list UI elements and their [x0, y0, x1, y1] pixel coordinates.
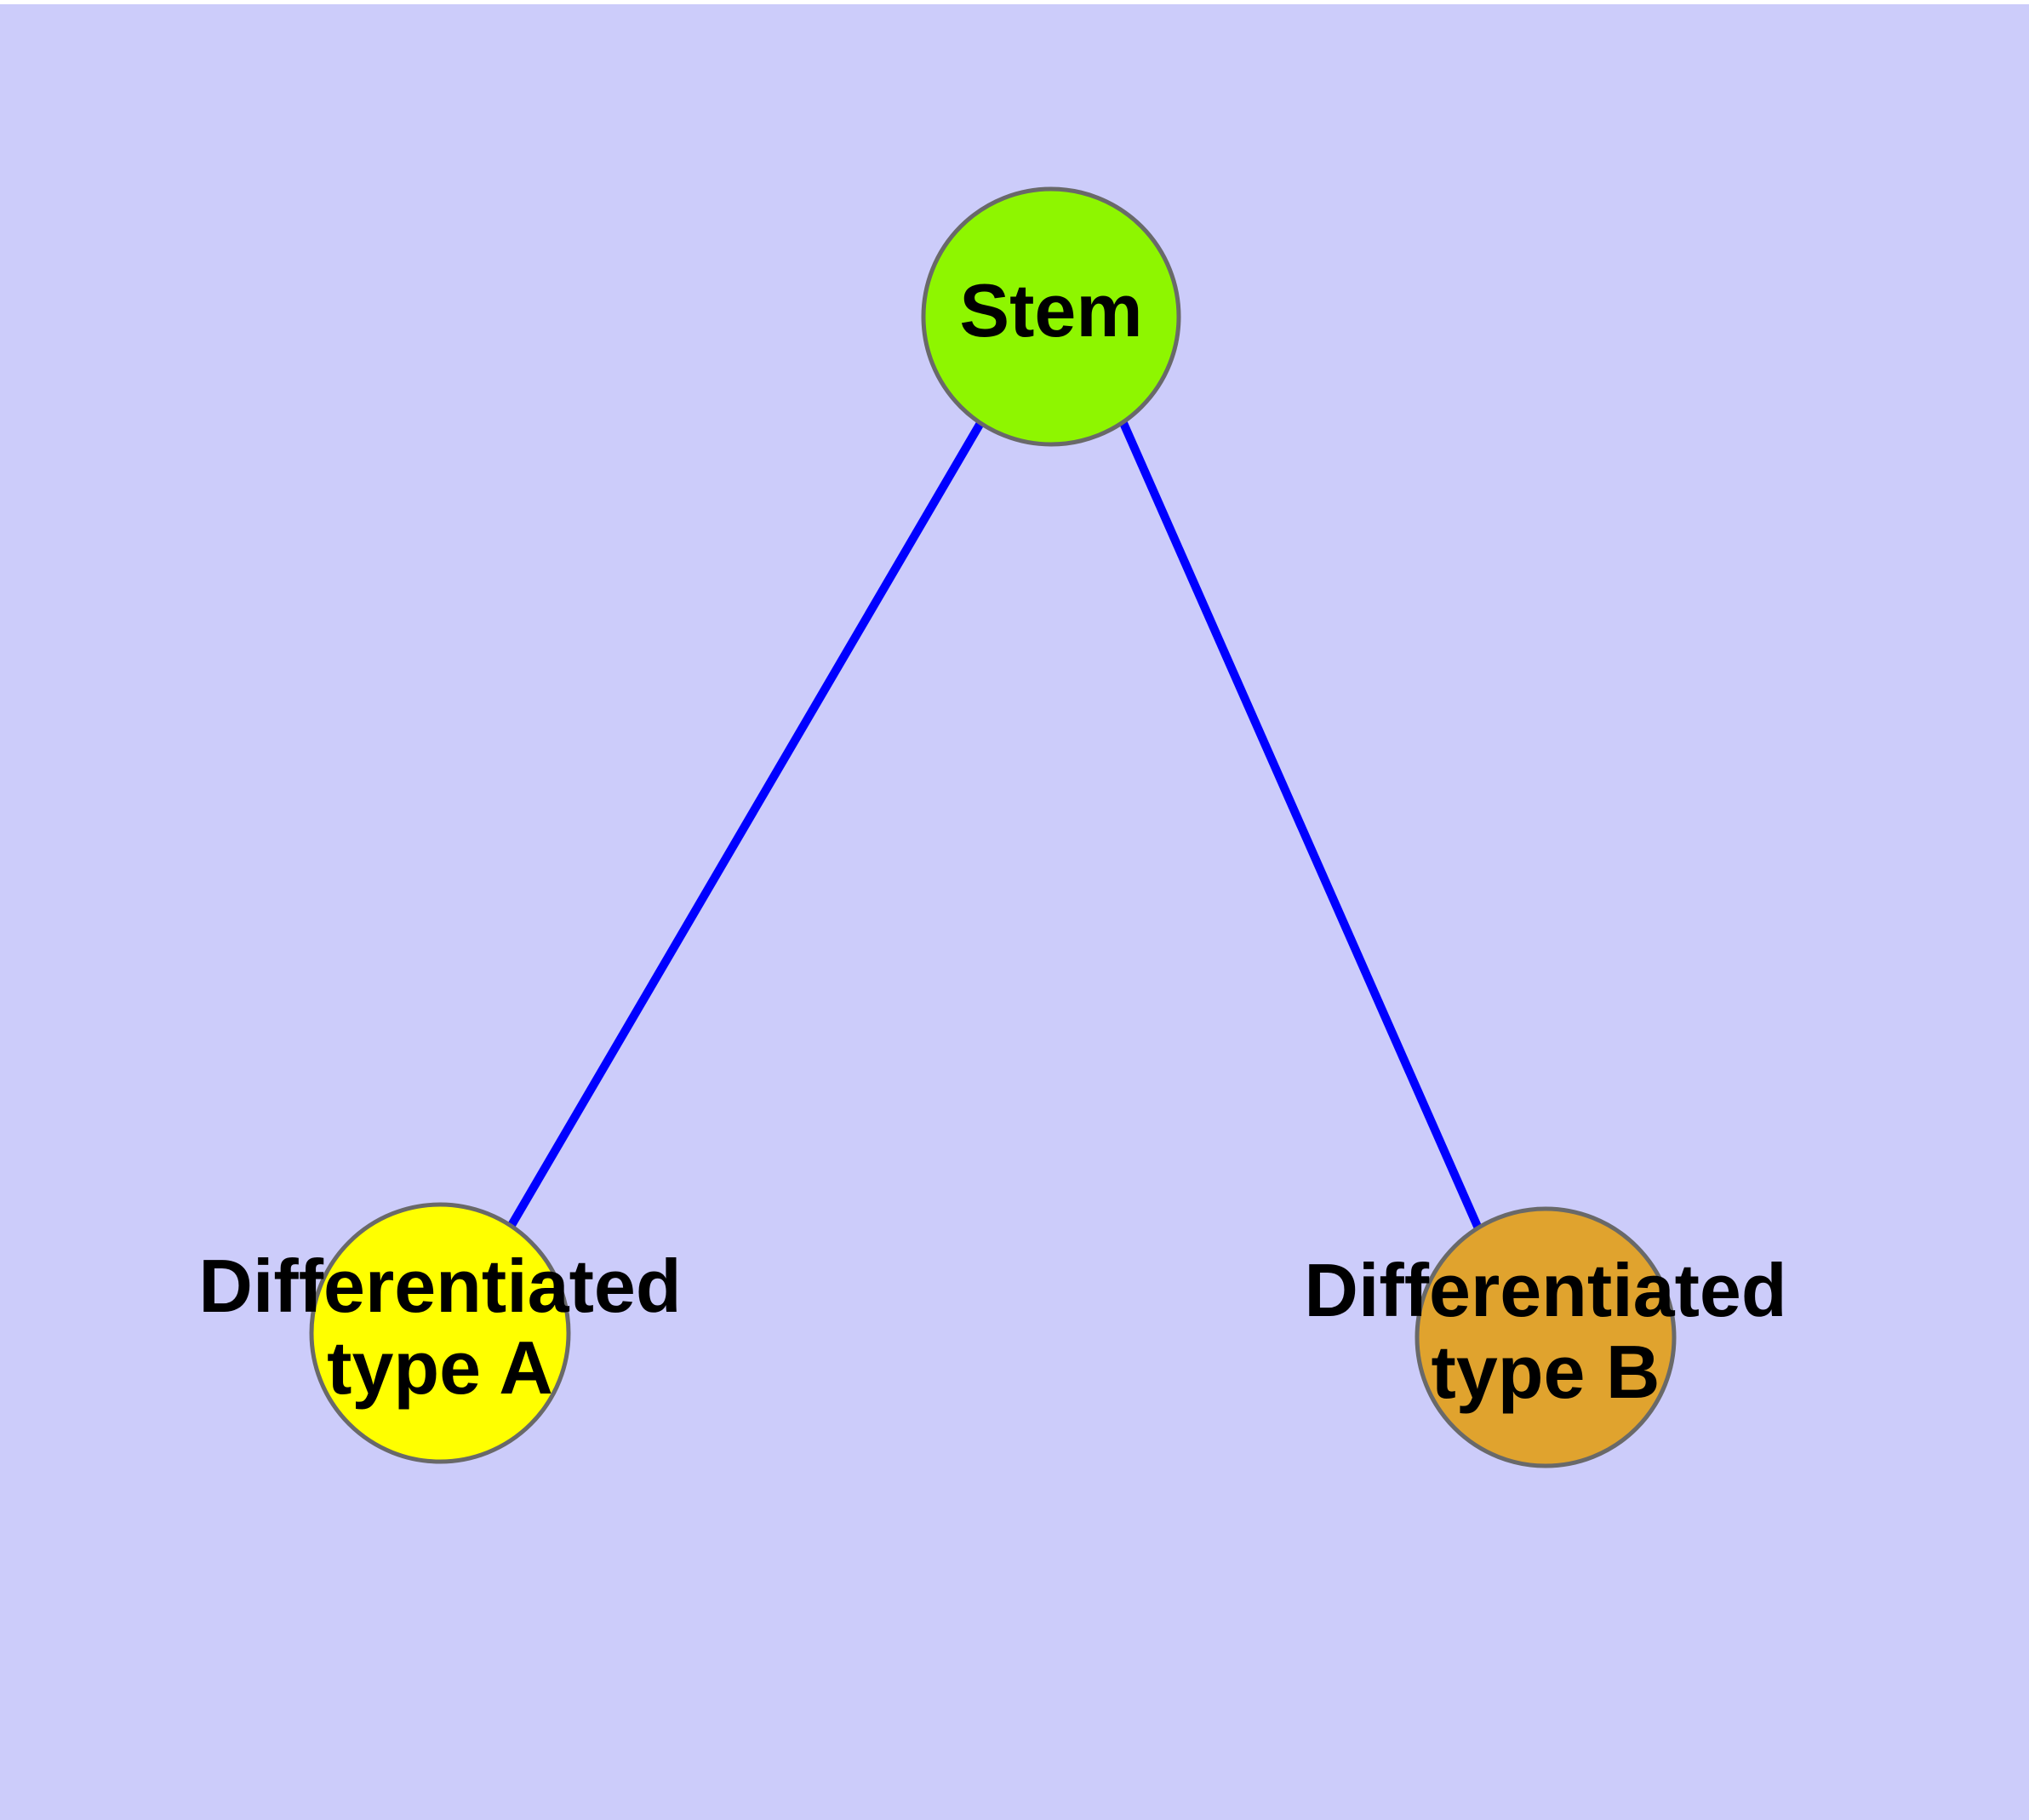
node-label-line: type B [1432, 1330, 1660, 1414]
node-label-line: Differentiated [198, 1244, 681, 1328]
graph-edge-stem-diff_b[interactable] [1119, 421, 1483, 1231]
graph-edge-stem-diff_a[interactable] [506, 421, 985, 1229]
node-label-stem: Stem [959, 268, 1142, 352]
graph-node-diff_a[interactable] [309, 1202, 571, 1464]
node-label-line: Differentiated [1304, 1248, 1786, 1332]
graph-node-stem[interactable] [921, 186, 1181, 447]
edge-layer [506, 421, 1483, 1231]
graph-node-diff_b[interactable] [1415, 1206, 1677, 1468]
node-layer [309, 186, 1677, 1468]
node-label-line: Stem [959, 268, 1142, 352]
node-label-line: type A [327, 1325, 553, 1410]
